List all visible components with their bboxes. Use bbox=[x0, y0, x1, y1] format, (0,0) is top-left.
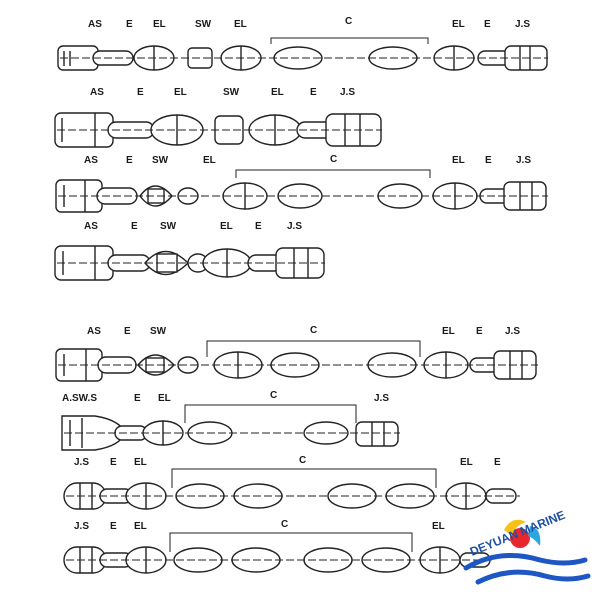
label-as: AS bbox=[84, 155, 98, 166]
label-c: C bbox=[310, 325, 317, 336]
chain-row-6: A.SW.S E EL C J.S bbox=[61, 390, 400, 451]
chain-row-3: AS E SW EL C EL E J.S bbox=[55, 154, 548, 213]
watermark-text: DEYUAN MARINE bbox=[468, 508, 567, 559]
label-e: E bbox=[485, 155, 492, 166]
label-el: EL bbox=[220, 221, 233, 232]
label-as: AS bbox=[88, 19, 102, 30]
label-e: E bbox=[255, 221, 262, 232]
label-as: AS bbox=[90, 87, 104, 98]
label-e: E bbox=[110, 457, 117, 468]
label-el: EL bbox=[442, 326, 455, 337]
label-js: J.S bbox=[340, 87, 355, 98]
label-c: C bbox=[270, 390, 277, 401]
label-js: J.S bbox=[515, 19, 530, 30]
label-sw: SW bbox=[152, 155, 169, 166]
label-e: E bbox=[137, 87, 144, 98]
label-el: EL bbox=[271, 87, 284, 98]
sun-emblem-icon bbox=[504, 519, 541, 548]
chain-row-8-links bbox=[63, 532, 492, 574]
label-sw: SW bbox=[223, 87, 240, 98]
label-el: EL bbox=[158, 393, 171, 404]
label-e: E bbox=[310, 87, 317, 98]
chain-row-7-links bbox=[63, 468, 520, 510]
label-js: J.S bbox=[374, 393, 389, 404]
label-sw: SW bbox=[160, 221, 177, 232]
label-js: J.S bbox=[287, 221, 302, 232]
chain-row-4-links bbox=[54, 245, 325, 281]
label-as: AS bbox=[87, 326, 101, 337]
label-el: EL bbox=[452, 155, 465, 166]
label-e: E bbox=[134, 393, 141, 404]
label-el: EL bbox=[153, 19, 166, 30]
chain-row-1: AS E EL SW EL C EL E J.S bbox=[57, 16, 548, 71]
wave-icon bbox=[463, 553, 591, 585]
chain-row-3-links bbox=[55, 169, 548, 213]
label-el: EL bbox=[174, 87, 187, 98]
chain-row-6-links bbox=[61, 404, 400, 451]
label-el: EL bbox=[234, 19, 247, 30]
label-e: E bbox=[484, 19, 491, 30]
label-el: EL bbox=[452, 19, 465, 30]
chain-row-4: AS E SW EL E J.S bbox=[54, 221, 325, 281]
chain-row-2-links bbox=[54, 112, 382, 148]
label-c: C bbox=[281, 519, 288, 530]
deyuan-marine-logo: DEYUAN MARINE bbox=[463, 508, 591, 585]
label-js: J.S bbox=[74, 521, 89, 532]
label-sw: SW bbox=[195, 19, 212, 30]
label-c: C bbox=[330, 154, 337, 165]
label-e: E bbox=[494, 457, 501, 468]
chain-row-2: AS E EL SW EL E J.S bbox=[54, 87, 382, 148]
chain-row-5-links bbox=[55, 340, 538, 382]
label-e: E bbox=[476, 326, 483, 337]
label-c: C bbox=[345, 16, 352, 27]
label-el: EL bbox=[203, 155, 216, 166]
label-e: E bbox=[110, 521, 117, 532]
label-aws: A.SW.S bbox=[62, 393, 97, 404]
label-el: EL bbox=[432, 521, 445, 532]
label-js: J.S bbox=[505, 326, 520, 337]
label-as: AS bbox=[84, 221, 98, 232]
label-c: C bbox=[299, 455, 306, 466]
chain-row-8: J.S E EL C EL bbox=[63, 519, 492, 574]
label-el: EL bbox=[134, 521, 147, 532]
label-e: E bbox=[131, 221, 138, 232]
label-sw: SW bbox=[150, 326, 167, 337]
label-js: J.S bbox=[74, 457, 89, 468]
label-e: E bbox=[124, 326, 131, 337]
chain-row-5: AS E SW C EL E J.S bbox=[55, 325, 538, 382]
label-e: E bbox=[126, 155, 133, 166]
label-e: E bbox=[126, 19, 133, 30]
chain-row-7: J.S E EL C EL E bbox=[63, 455, 520, 510]
label-js: J.S bbox=[516, 155, 531, 166]
label-el: EL bbox=[460, 457, 473, 468]
label-el: EL bbox=[134, 457, 147, 468]
chain-row-1-links bbox=[57, 37, 548, 71]
